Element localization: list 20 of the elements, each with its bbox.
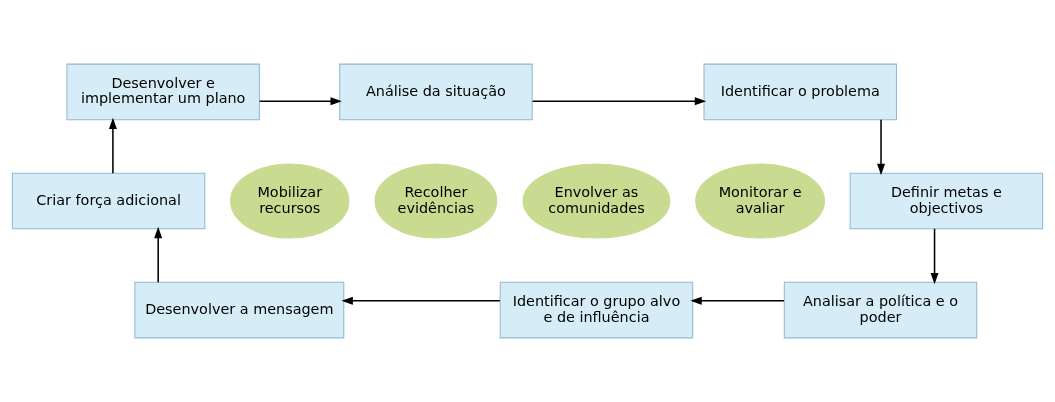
node-ellipse: Recolher evidências [374,163,498,239]
node-box: Criar força adicional [11,172,206,230]
arrow [531,97,707,106]
node-ellipse: Mobilizar recursos [230,163,350,239]
node-box: Analisar a política e o poder [783,281,978,339]
arrow [877,118,885,176]
arrow [154,226,163,284]
arrow [108,117,117,174]
node-box: Análise da situação [339,63,533,121]
node-box: Identificar o problema [703,63,897,121]
node-box: Identificar o grupo alvo e de influência [499,281,694,339]
arrow [258,97,342,106]
arrow [930,228,939,285]
arrow [690,296,785,305]
node-box: Desenvolver a mensagem [134,281,345,339]
node-ellipse: Envolver as comunidades [522,163,671,239]
node-box: Desenvolver e implementar um plano [66,63,260,121]
node-ellipse: Monitorar e avaliar [695,163,826,239]
arrow [341,296,501,305]
node-box: Definir metas e objectivos [849,172,1044,230]
